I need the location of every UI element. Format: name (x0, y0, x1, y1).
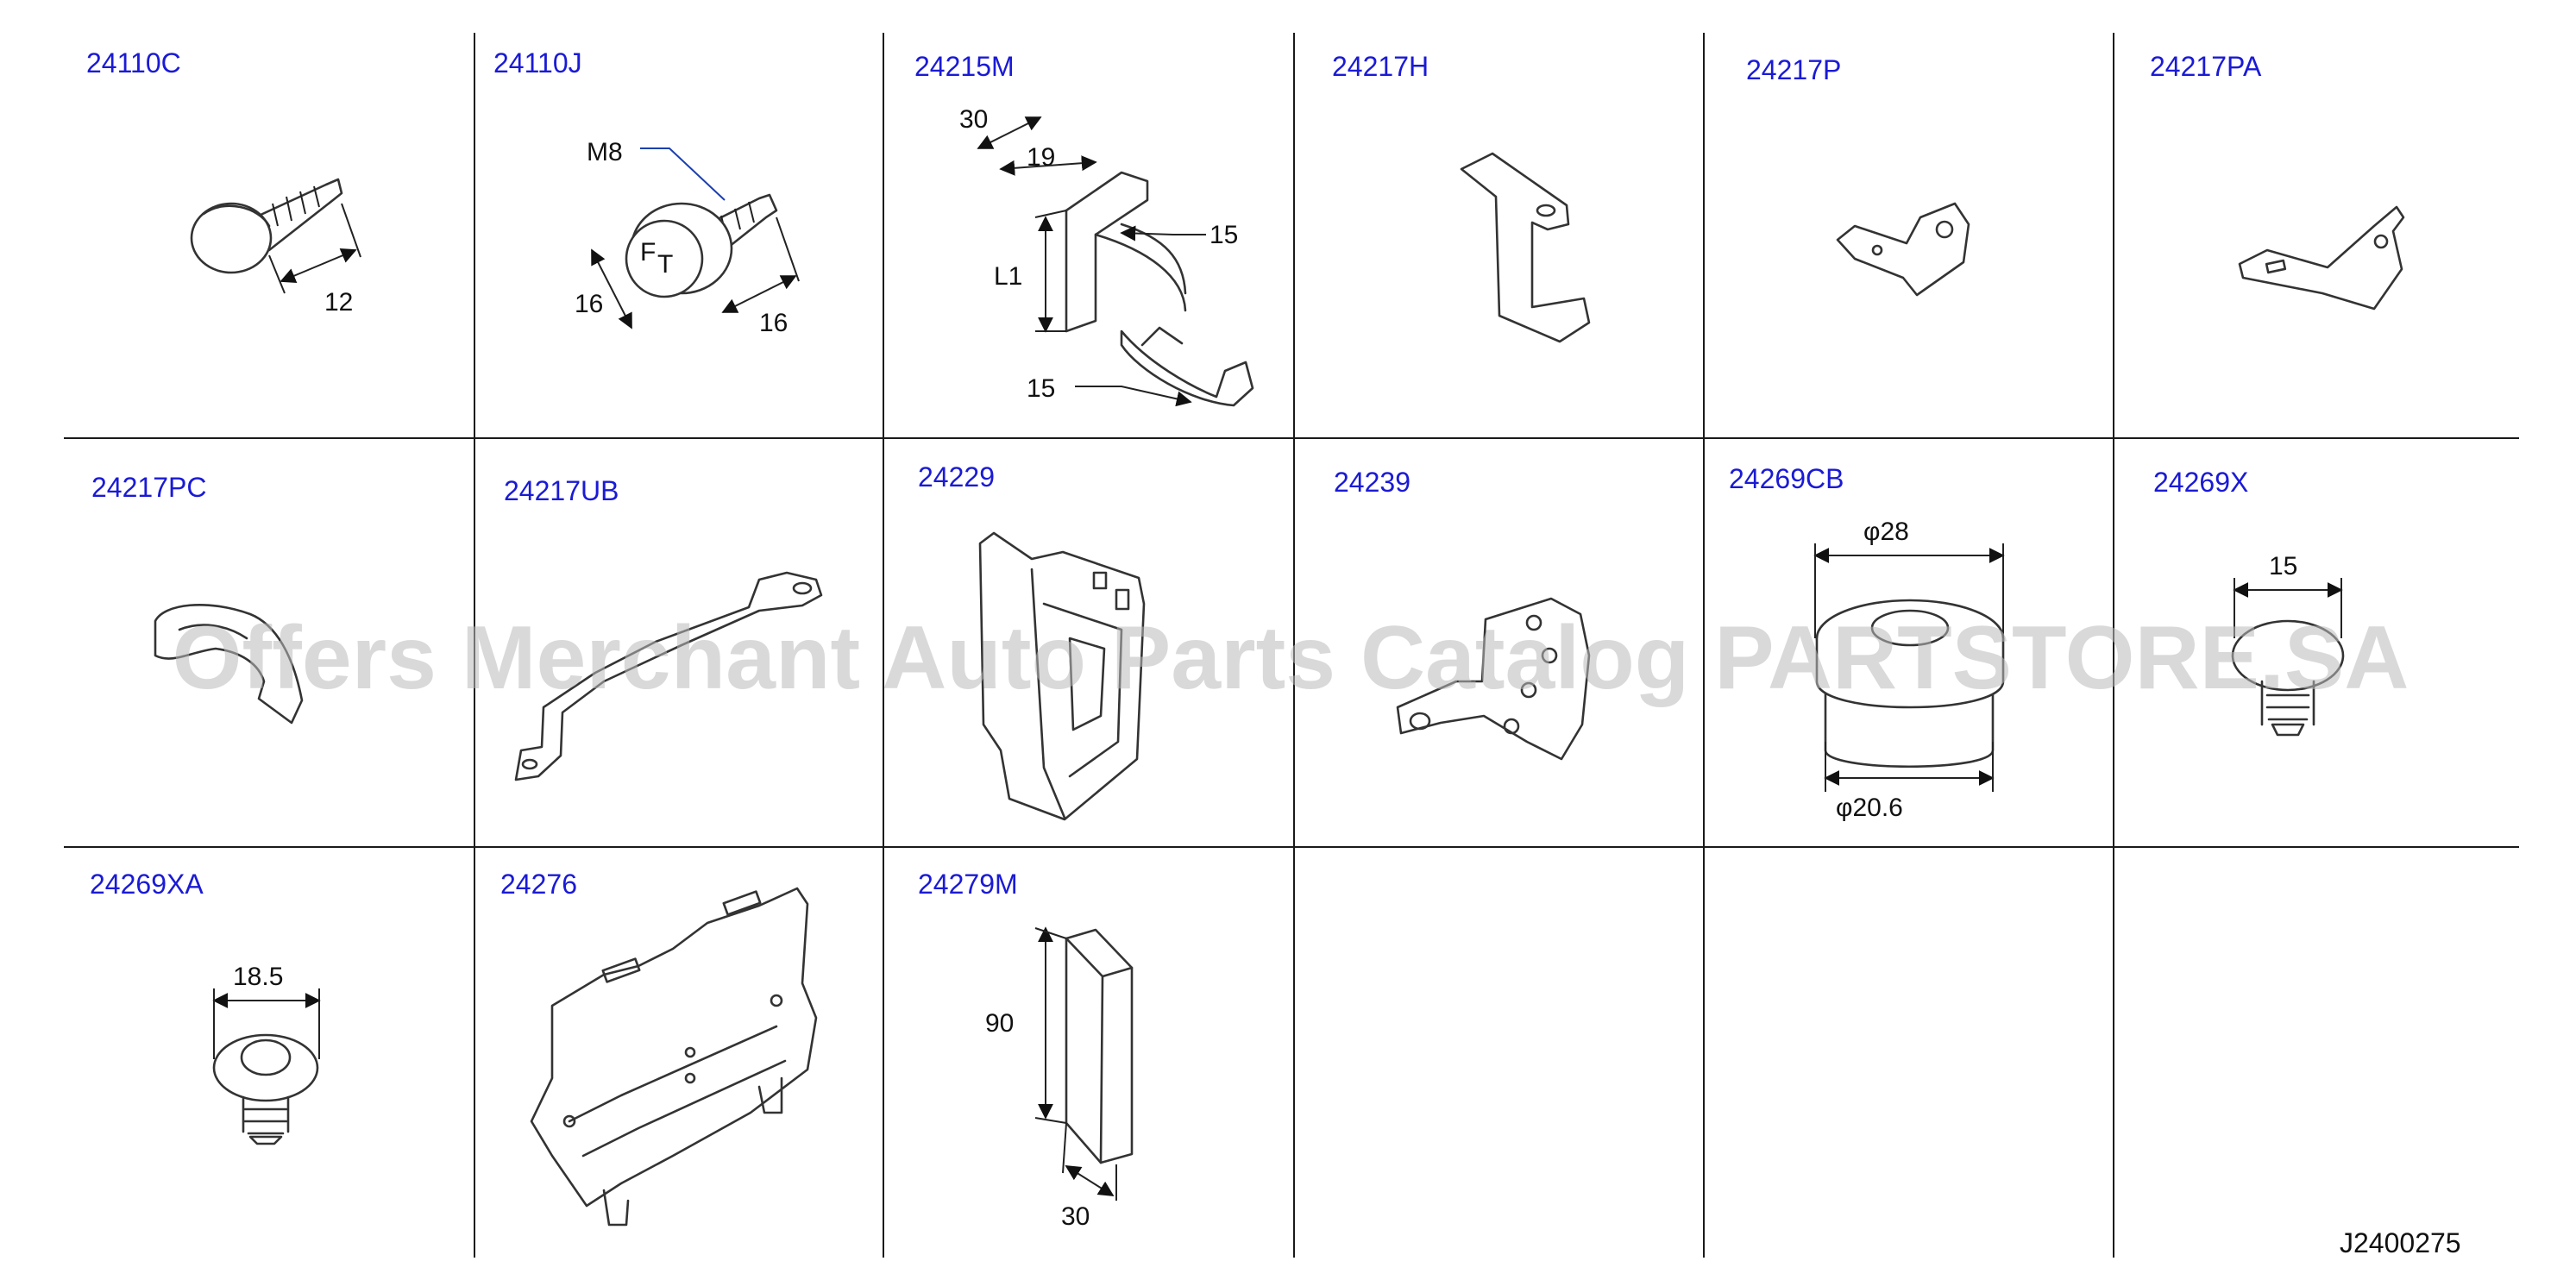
part-code-24269x[interactable]: 24269X (2153, 467, 2248, 498)
part-code-24269xa[interactable]: 24269XA (90, 869, 204, 900)
grid (64, 33, 2519, 1258)
part-drawing-24110c: 12 (190, 178, 361, 317)
part-code-24276[interactable]: 24276 (500, 869, 577, 900)
part-drawing-24229 (978, 531, 1146, 821)
part-drawing-24239 (1396, 597, 1591, 761)
dim-label: 30 (1061, 1202, 1090, 1231)
dim-label: φ20.6 (1836, 794, 1903, 822)
part-drawing-24217p (1836, 202, 1970, 297)
part-code-24110c[interactable]: 24110C (86, 47, 181, 78)
part-code-24217ub[interactable]: 24217UB (504, 475, 619, 506)
dim-label: 18.5 (233, 963, 283, 991)
part-drawing-24217ub (514, 571, 823, 781)
part-drawing-24215m: 30 19 L1 15 15 (959, 105, 1254, 407)
part-drawing-24110j: F T M8 16 16 (575, 138, 800, 337)
part-code-24279m[interactable]: 24279M (918, 869, 1018, 900)
part-drawing-24269x: 15 (2231, 552, 2345, 737)
dim-label: L1 (994, 262, 1022, 291)
dim-label: 90 (985, 1009, 1014, 1038)
dim-label: 30 (959, 105, 988, 134)
part-drawing-24217pa (2238, 205, 2405, 311)
part-codes: 24110C 24110J 24215M 24217H 24217P 24217… (86, 47, 2262, 900)
part-code-24269cb[interactable]: 24269CB (1729, 463, 1844, 494)
dim-label: φ28 (1863, 518, 1909, 546)
svg-text:F: F (640, 238, 656, 267)
dim-label: 15 (1209, 221, 1238, 249)
part-drawing-24269xa: 18.5 (212, 963, 321, 1145)
dim-label: 12 (324, 288, 353, 317)
svg-text:T: T (657, 250, 673, 279)
dim-label: 15 (2269, 552, 2297, 580)
part-drawing-24217pc (154, 603, 304, 725)
watermark-text: Offers Merchant Auto Parts Catalog PARTS… (173, 608, 2410, 708)
part-drawing-24217h (1460, 152, 1591, 343)
part-code-24217h[interactable]: 24217H (1332, 51, 1429, 82)
part-drawing-24279m: 90 30 (985, 926, 1134, 1231)
part-code-24217pc[interactable]: 24217PC (91, 472, 206, 503)
part-code-24215m[interactable]: 24215M (914, 51, 1015, 82)
part-code-24110j[interactable]: 24110J (493, 47, 582, 78)
part-code-24229[interactable]: 24229 (918, 461, 995, 493)
part-code-24217pa[interactable]: 24217PA (2150, 51, 2262, 82)
part-code-24217p[interactable]: 24217P (1746, 54, 1841, 85)
dim-label: 15 (1027, 374, 1055, 403)
part-drawing-24269cb: φ28 φ20.6 (1813, 518, 2005, 822)
dim-label: 16 (759, 309, 788, 337)
diagram-reference-code: J2400275 (2340, 1227, 2461, 1258)
dim-label: 16 (575, 290, 603, 318)
part-code-24239[interactable]: 24239 (1334, 467, 1411, 498)
part-drawing-24276 (530, 887, 818, 1227)
dim-label: M8 (587, 138, 623, 166)
